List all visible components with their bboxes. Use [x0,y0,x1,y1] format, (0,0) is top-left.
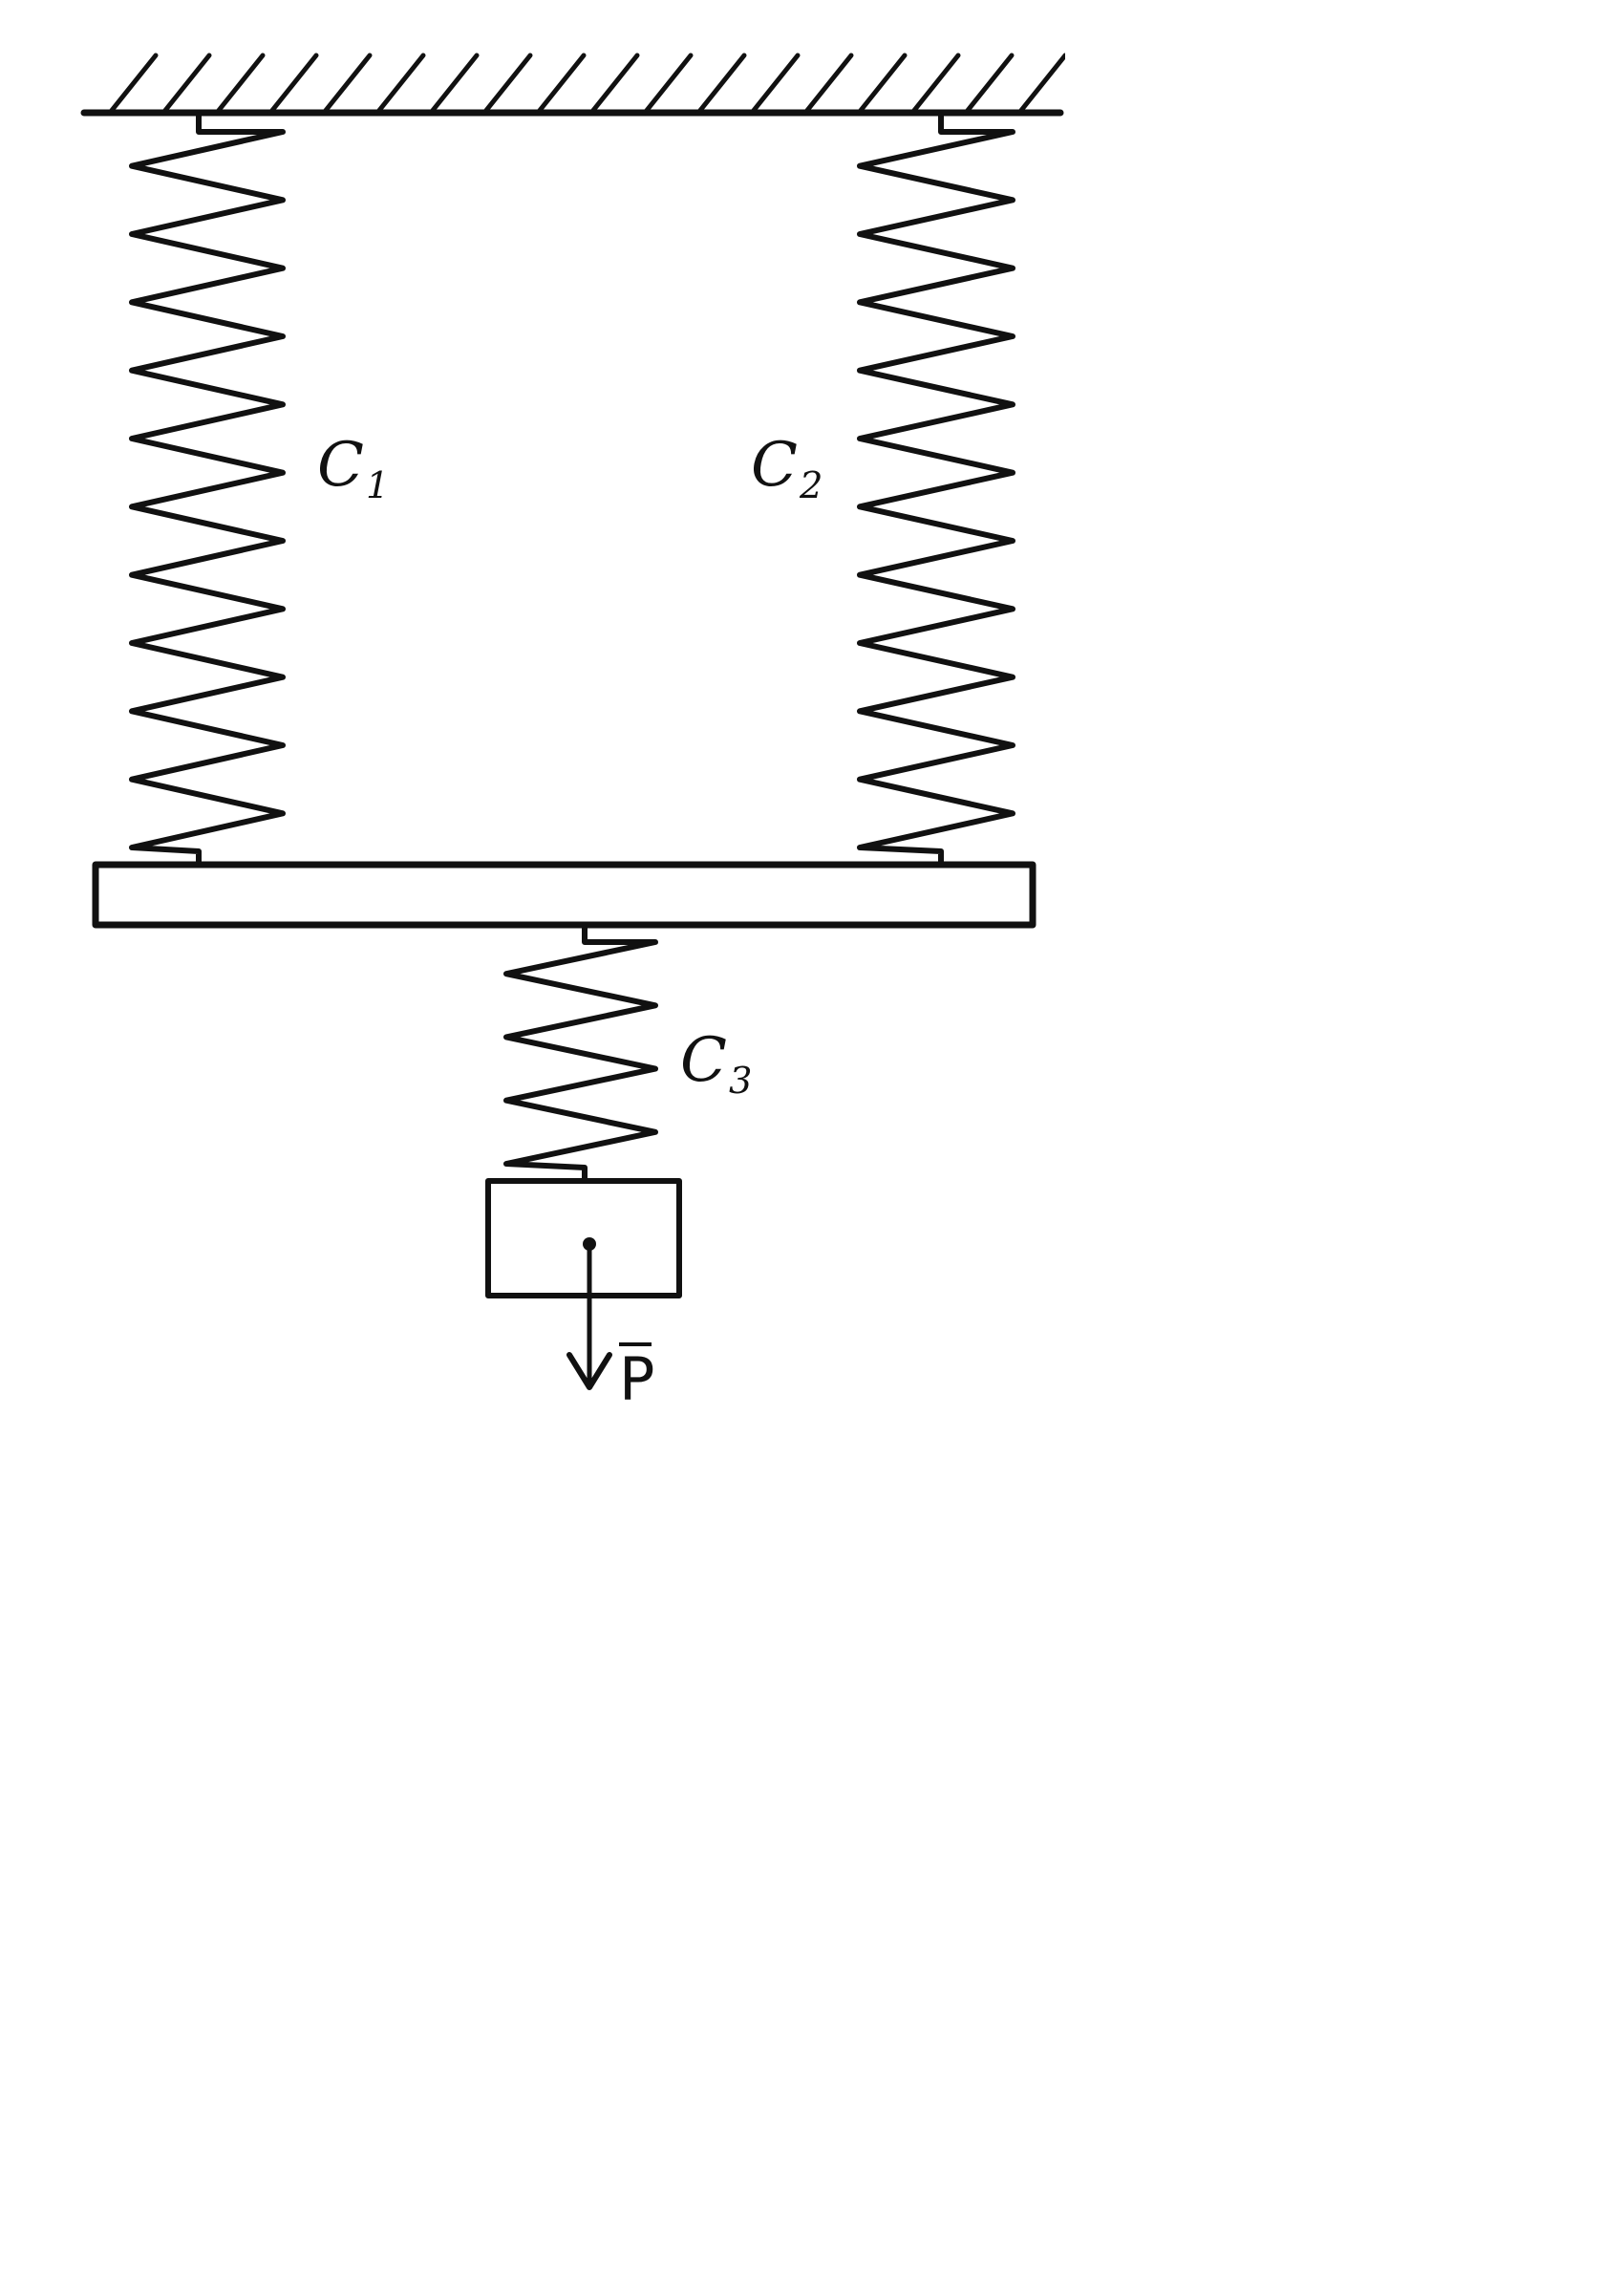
hatch-line [481,53,533,116]
hatch-line [909,53,961,116]
spring-c1-label: C1 [317,430,390,508]
load-force-label: P [619,1342,655,1414]
fixed-ceiling [80,53,1065,117]
rigid-beam [92,861,1036,929]
spring-c3 [503,922,658,1184]
hatch-line [642,53,694,116]
hatch-line [267,53,319,116]
hatch-line [214,53,266,116]
hatch-line [695,53,747,116]
spring-c1 [129,112,286,868]
hatch-line [802,53,854,116]
hatch-line [428,53,480,116]
spring-c2 [857,112,1015,868]
hatch-line [374,53,426,116]
ceiling-hatching [107,53,1065,116]
hatch-line [856,53,908,116]
hatch-line [1016,53,1065,116]
hatch-line [535,53,587,116]
spring-system-diagram [80,53,1065,1390]
hatch-line [107,53,159,116]
hatch-line [749,53,801,116]
hatch-line [963,53,1015,116]
load-block [485,1178,682,1298]
hatch-line [588,53,640,116]
vector-bar [619,1342,652,1346]
weight-arrow [566,1241,612,1390]
hatch-line [160,53,212,116]
spring-c2-label: C2 [751,430,823,508]
spring-c3-label: C3 [680,1025,753,1104]
hatch-line [321,53,373,116]
